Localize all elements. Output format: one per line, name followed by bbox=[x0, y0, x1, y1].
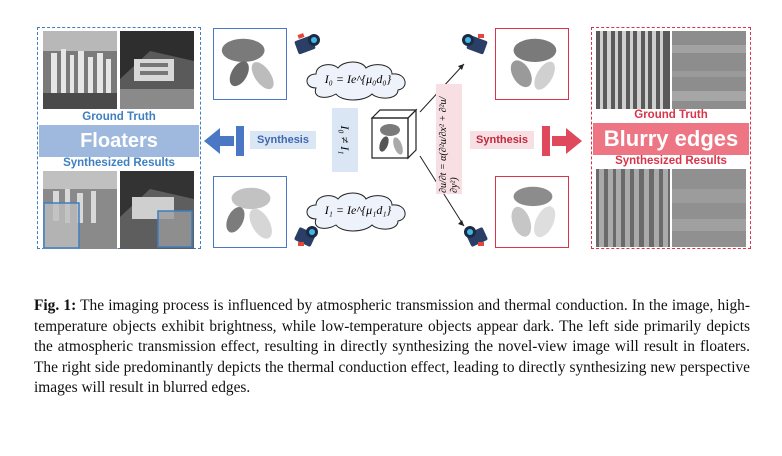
right-ground-truth-label: Ground Truth bbox=[634, 109, 708, 121]
camera-icon-top-left bbox=[294, 33, 320, 55]
view-ellipses-top-left bbox=[213, 28, 287, 100]
equation-cloud-bottom bbox=[306, 192, 406, 232]
inequality-box bbox=[332, 108, 358, 172]
right-panel-blurry-edges bbox=[591, 27, 751, 249]
ground-truth-image-right-2 bbox=[672, 31, 746, 109]
camera-icon-bottom-right bbox=[464, 226, 488, 247]
equation-inequality: I₀ ≠ I₁ bbox=[338, 125, 353, 155]
equation-top: I₀ = Ie^{μ₀d₀} bbox=[324, 71, 392, 86]
equation-heat: ∂u/∂t = α(∂²u/∂x² + ∂²u/∂y²) bbox=[438, 96, 460, 193]
right-synthesis-tag: Synthesis bbox=[470, 131, 534, 149]
synthesized-image-left-2 bbox=[120, 171, 194, 249]
ground-truth-image-right-1 bbox=[596, 31, 670, 109]
synthesized-image-right-1 bbox=[596, 169, 670, 247]
left-banner-floaters: Floaters bbox=[39, 125, 199, 157]
heat-equation-box bbox=[436, 84, 462, 194]
equation-cloud-top bbox=[306, 61, 406, 101]
left-synth-results-label: Synthesized Results bbox=[63, 157, 175, 169]
view-ellipses-top-right bbox=[495, 28, 569, 100]
cube-icon bbox=[370, 108, 418, 160]
view-ellipses-bottom-right bbox=[495, 176, 569, 248]
caption-text: The imaging process is influenced by atm… bbox=[34, 297, 750, 396]
equation-bottom: I₁ = Ie^{μ₁d₁} bbox=[324, 202, 392, 217]
synthesized-image-right-2 bbox=[672, 169, 746, 247]
left-arrow-icon bbox=[204, 126, 244, 156]
view-direction-lines bbox=[419, 63, 465, 227]
camera-icon-top-right bbox=[462, 34, 488, 55]
left-synthesis-tag: Synthesis bbox=[250, 131, 316, 149]
right-arrow-icon bbox=[542, 126, 582, 156]
ground-truth-image-left-1 bbox=[43, 31, 117, 109]
figure-caption: Fig. 1: The imaging process is influence… bbox=[34, 296, 750, 399]
caption-label: Fig. 1: bbox=[34, 297, 77, 314]
left-ground-truth-label: Ground Truth bbox=[82, 111, 156, 123]
right-banner-blurry-edges: Blurry edges bbox=[593, 123, 749, 155]
ground-truth-image-left-2 bbox=[120, 31, 194, 109]
left-panel-floaters bbox=[37, 27, 201, 249]
camera-icon-bottom-left bbox=[294, 226, 318, 247]
view-ellipses-bottom-left bbox=[213, 176, 287, 248]
right-synth-results-label: Synthesized Results bbox=[615, 155, 727, 167]
synthesized-image-left-1 bbox=[43, 171, 117, 249]
